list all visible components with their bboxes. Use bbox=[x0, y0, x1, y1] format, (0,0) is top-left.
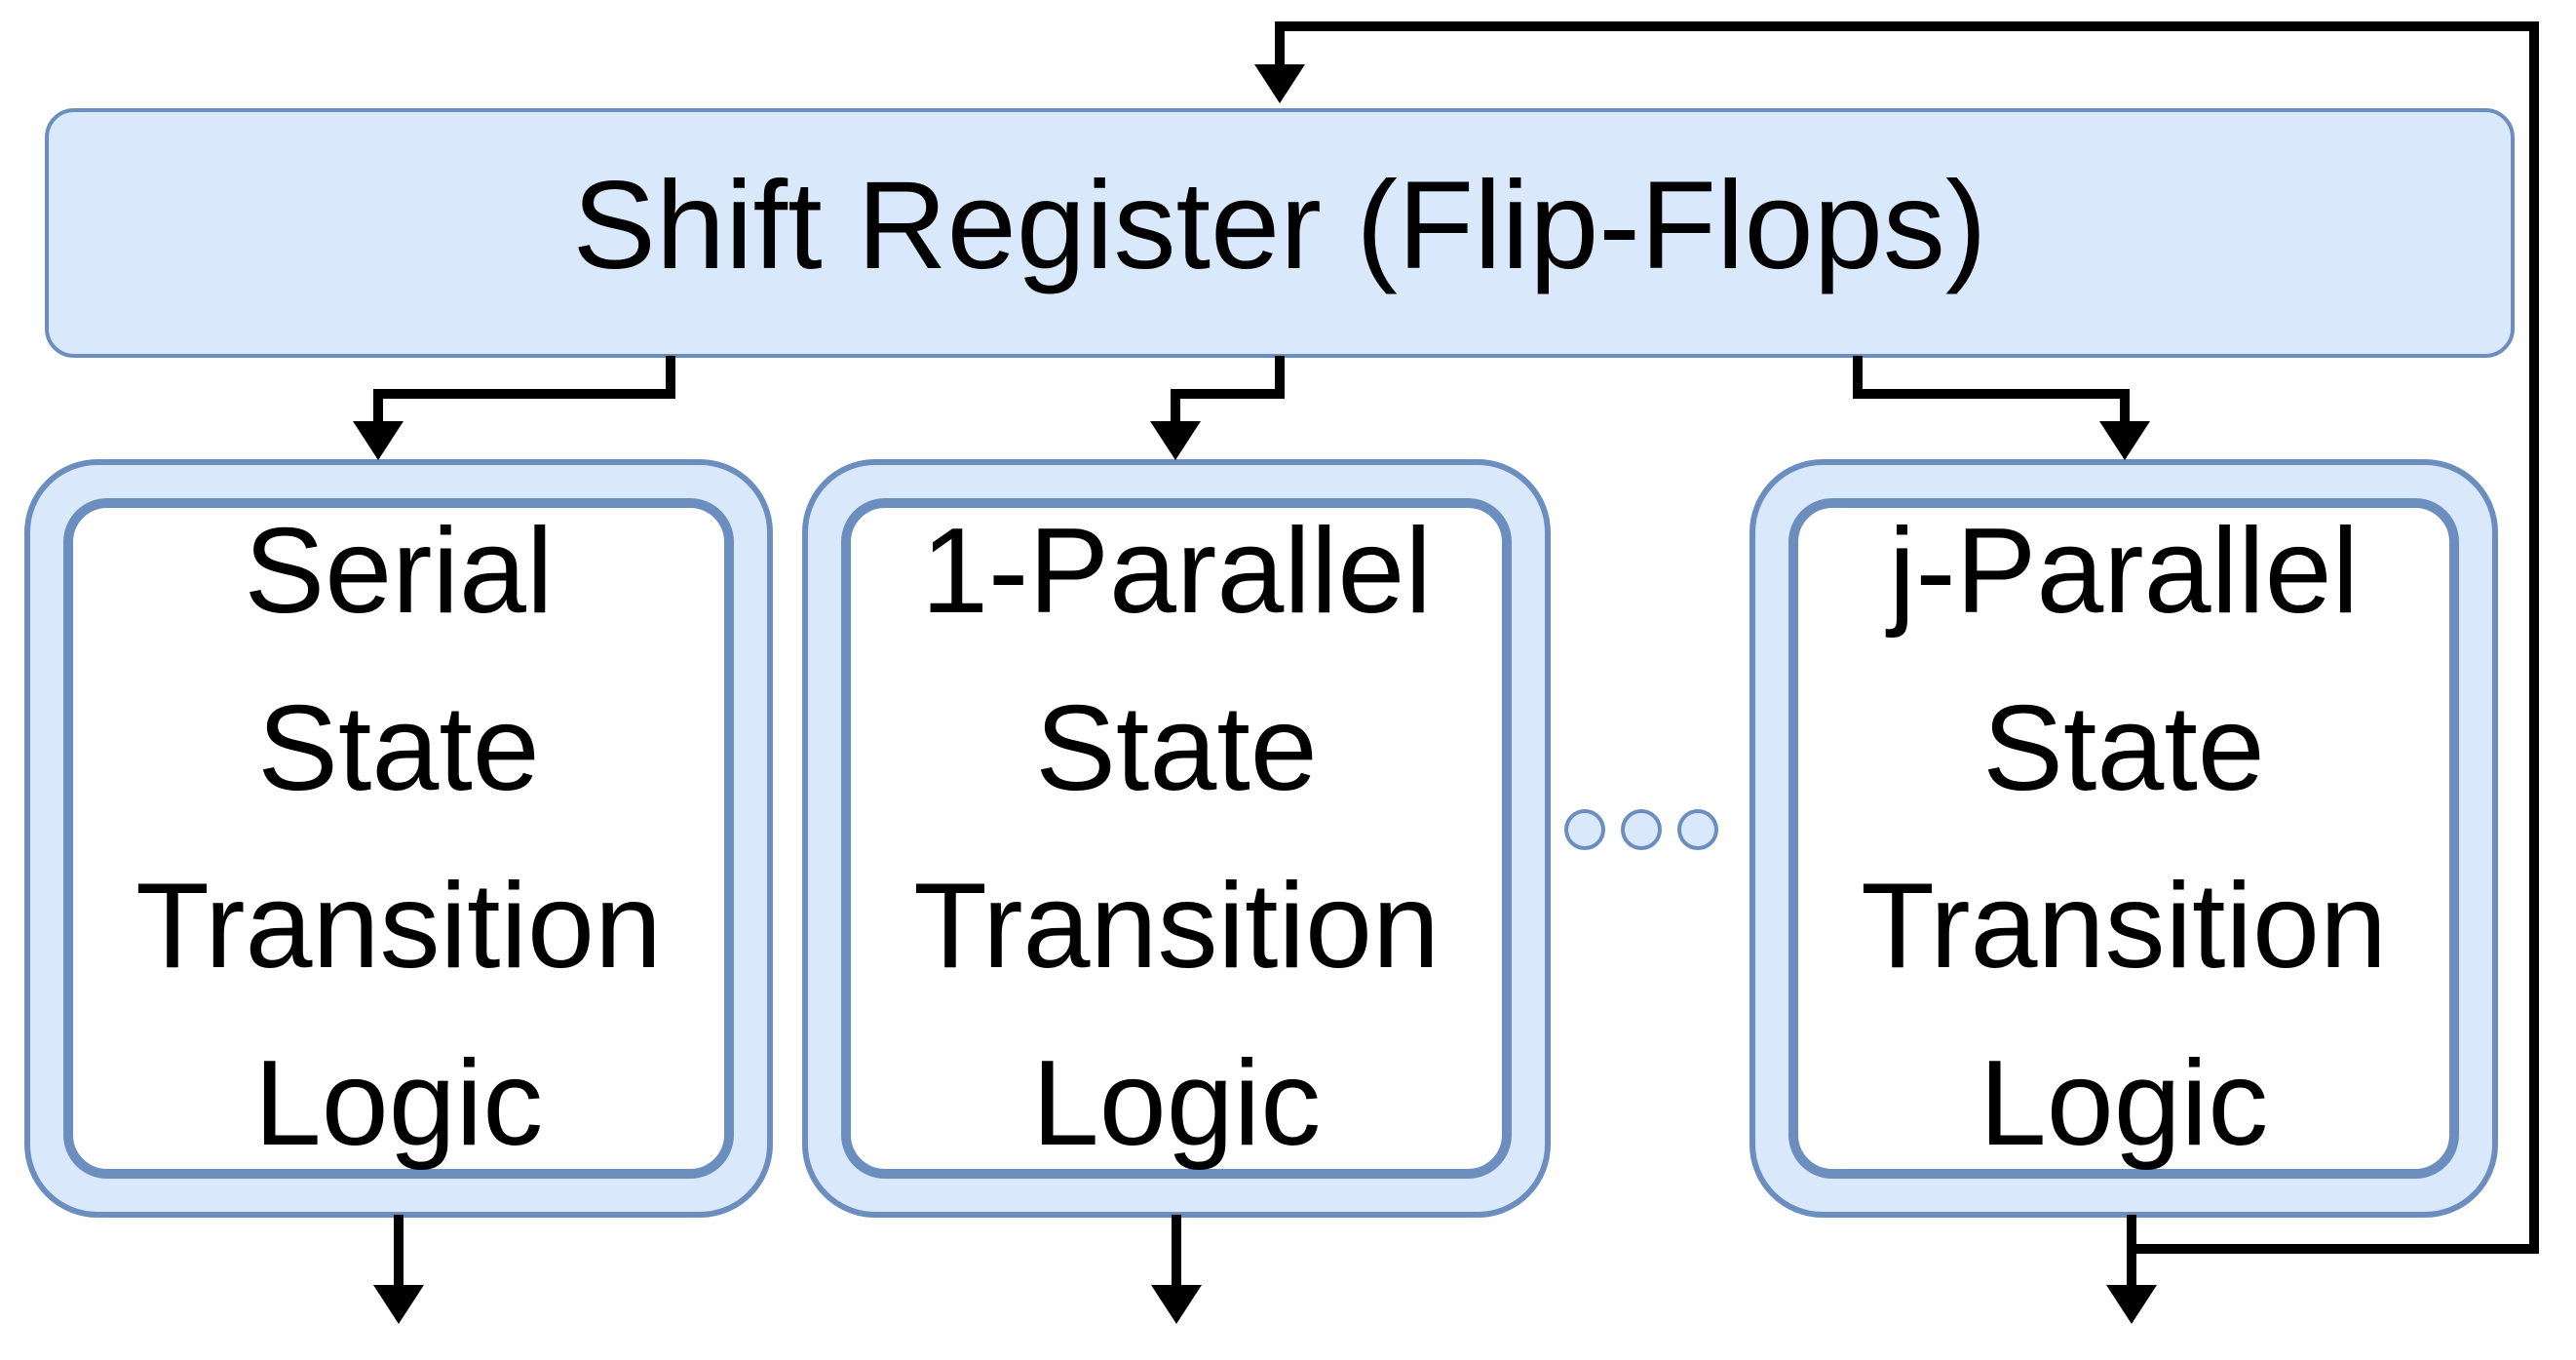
arrowhead-icon bbox=[2099, 421, 2150, 460]
arrowhead-icon bbox=[1151, 1285, 1202, 1324]
1-parallel-logic-block: 1-Parallel State Transition Logic bbox=[802, 459, 1551, 1218]
arrowhead-icon bbox=[1150, 421, 1201, 460]
shift-register-label: Shift Register (Flip-Flops) bbox=[573, 156, 1987, 295]
j-parallel-logic-line-3: Transition bbox=[1861, 859, 2387, 993]
j-parallel-logic-inner bbox=[1788, 498, 2459, 1179]
arrowhead-icon bbox=[1254, 64, 1305, 103]
1-parallel-logic-line-1: 1-Parallel bbox=[921, 504, 1432, 639]
arrowhead-icon bbox=[353, 421, 404, 460]
j-parallel-logic-line-2: State bbox=[1982, 681, 2265, 816]
j-parallel-logic-block: j-Parallel State Transition Logic bbox=[1749, 459, 2498, 1218]
serial-logic-line-3: Transition bbox=[135, 859, 662, 993]
arrowheads bbox=[353, 64, 2157, 1324]
1-parallel-logic-line-3: Transition bbox=[913, 859, 1440, 993]
arrowhead-icon bbox=[373, 1285, 424, 1324]
serial-logic-line-1: Serial bbox=[244, 504, 553, 639]
serial-logic-line-2: State bbox=[257, 681, 540, 816]
serial-logic-inner bbox=[63, 498, 734, 1179]
connectors bbox=[373, 21, 2539, 1302]
1-parallel-logic-line-2: State bbox=[1035, 681, 1318, 816]
1-parallel-logic-line-4: Logic bbox=[1032, 1036, 1321, 1171]
ellipsis-dot bbox=[1621, 809, 1662, 850]
register-to-1-parallel-connector bbox=[1171, 356, 1285, 429]
feedback-loop-connector bbox=[1275, 21, 2539, 1254]
arrowhead-icon bbox=[2106, 1285, 2157, 1324]
serial-logic-line-4: Logic bbox=[254, 1036, 543, 1171]
ellipsis-dot bbox=[1677, 809, 1718, 850]
shift-register-node: Shift Register (Flip-Flops) bbox=[45, 108, 2515, 358]
1-parallel-logic-inner bbox=[841, 498, 1512, 1179]
ellipsis-dots: ... bbox=[1564, 809, 1718, 850]
j-parallel-logic-line-1: j-Parallel bbox=[1885, 504, 2359, 639]
ellipsis-dot bbox=[1564, 809, 1605, 850]
j-parallel-logic-line-4: Logic bbox=[1980, 1036, 2268, 1171]
serial-logic-block: Serial State Transition Logic bbox=[24, 459, 773, 1218]
register-to-j-parallel-connector bbox=[1853, 356, 2130, 429]
register-to-serial-connector bbox=[373, 356, 675, 429]
